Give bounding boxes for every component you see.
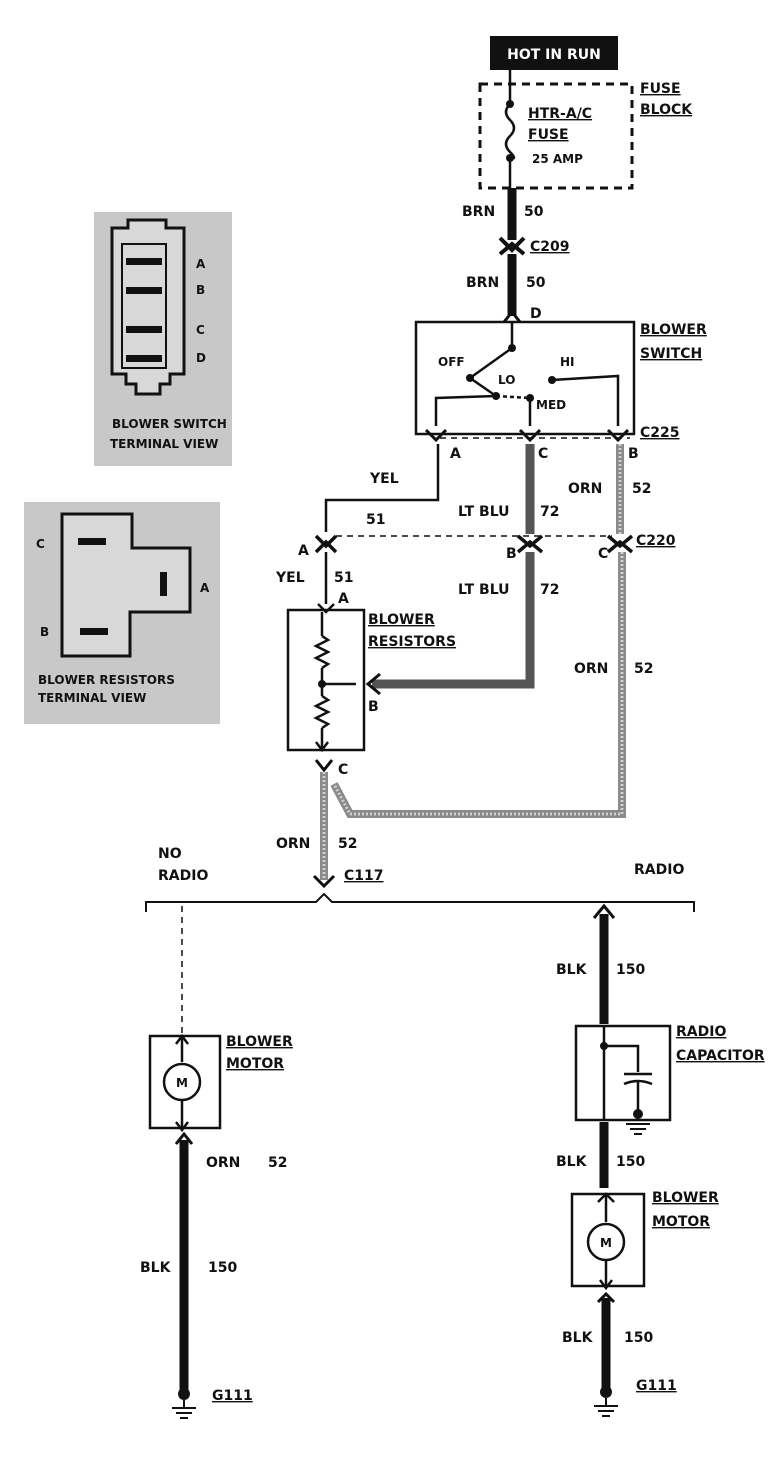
inset-resistor-pin-a: A — [200, 581, 210, 595]
ground-symbol-capacitor — [626, 1123, 650, 1135]
inset-switch-pin-a: A — [196, 257, 206, 271]
resistor-upper — [313, 634, 331, 670]
switch-med-label: MED — [536, 398, 566, 412]
wire-orn-label-2: ORN — [574, 661, 608, 677]
switch-pin-d: D — [530, 306, 542, 322]
blower-resistors-title-1: BLOWER — [368, 612, 435, 628]
capacitor-plate-bottom — [623, 1079, 653, 1086]
wire-yel — [324, 444, 440, 532]
wire-brn-label-1: BRN — [462, 204, 495, 220]
switch-pin-a: A — [450, 446, 461, 462]
wire-orn-circuit-3: 52 — [338, 836, 357, 852]
wire-blk-label-r3: BLK — [562, 1330, 594, 1346]
wire-brn-label-2: BRN — [466, 275, 499, 291]
radio-capacitor-title-2: CAPACITOR — [676, 1048, 765, 1064]
fuse-label-1: HTR-A/C — [528, 106, 592, 122]
switch-off-label: OFF — [438, 355, 465, 369]
wire-brn-circuit-2: 50 — [526, 275, 546, 291]
ground-symbol-left — [172, 1400, 196, 1419]
hot-in-run-banner — [490, 36, 618, 70]
switch-pin-c: C — [538, 446, 548, 462]
wire-blk-label-r2: BLK — [556, 1154, 588, 1170]
inset-resistors-terminal-view: C A B BLOWER RESISTORS TERMINAL VIEW — [24, 502, 220, 724]
wire-ltblu-lower — [372, 552, 535, 689]
inset-switch-pin-d: D — [196, 351, 206, 365]
wire-ltblu-circuit-1: 72 — [540, 504, 559, 520]
inset-switch-terminal-view: A B C D BLOWER SWITCH TERMINAL VIEW — [94, 212, 232, 466]
resistor-lower — [313, 694, 331, 730]
blower-resistors-title-2: RESISTORS — [368, 634, 456, 650]
inset-resistor-pin-b: B — [40, 625, 49, 639]
wire-orn-label-3: ORN — [276, 836, 310, 852]
hot-in-run-label: HOT IN RUN — [507, 47, 601, 63]
radio-capacitor-box — [574, 1024, 672, 1122]
wire-blk-circuit-r3: 150 — [624, 1330, 653, 1346]
no-radio-label-1: NO — [158, 846, 182, 862]
switch-hi-label: HI — [560, 355, 575, 369]
branch-bracket — [145, 892, 695, 912]
resistor-pin-c: C — [338, 762, 348, 778]
wire-orn-circuit-2: 52 — [634, 661, 653, 677]
wire-yel-circuit-2: 51 — [334, 570, 353, 586]
inset-resistor-pin-c: C — [36, 537, 45, 551]
wire-orn-circuit-1: 52 — [632, 481, 651, 497]
switch-pin-b: B — [628, 446, 639, 462]
fuse-block-title-2: BLOCK — [640, 102, 693, 118]
c220-pin-a: A — [298, 543, 309, 559]
wire-orn-label-4: ORN — [206, 1155, 240, 1171]
inset-switch-pin-b: B — [196, 283, 205, 297]
switch-wiper — [469, 346, 513, 380]
radio-label: RADIO — [634, 862, 684, 878]
blower-motor-title-right-1: BLOWER — [652, 1190, 719, 1206]
no-radio-label-2: RADIO — [158, 868, 208, 884]
inset-switch-caption-2: TERMINAL VIEW — [110, 437, 218, 451]
c220-label: C220 — [636, 533, 676, 549]
switch-lo-label: LO — [498, 373, 515, 387]
blower-motor-title-left-2: MOTOR — [226, 1056, 284, 1072]
motor-m-left: M — [176, 1076, 188, 1090]
wire-blk-circuit-r2: 150 — [616, 1154, 645, 1170]
wire-brn-circuit-1: 50 — [524, 204, 544, 220]
g111-label-right: G111 — [636, 1378, 677, 1394]
c117-label: C117 — [344, 868, 384, 884]
connector-c209 — [498, 236, 526, 256]
radio-capacitor-title-1: RADIO — [676, 1024, 726, 1040]
resistor-pin-a: A — [338, 591, 349, 607]
wire-yel-label-2: YEL — [275, 570, 305, 586]
fuse-symbol — [504, 103, 516, 160]
fuse-block-title-1: FUSE — [640, 81, 681, 97]
wire-orn-circuit-4: 52 — [268, 1155, 287, 1171]
wire-blk-label-left: BLK — [140, 1260, 172, 1276]
wire-yel-circuit-1: 51 — [366, 512, 385, 528]
fuse-block-outline — [478, 82, 634, 190]
blower-motor-title-left-1: BLOWER — [226, 1034, 293, 1050]
blower-motor-title-right-2: MOTOR — [652, 1214, 710, 1230]
wire-blk-circuit-r1: 150 — [616, 962, 645, 978]
wire-ltblu-label-1: LT BLU — [458, 504, 510, 520]
inset-resistor-caption-1: BLOWER RESISTORS — [38, 673, 175, 687]
wire-ltblu-circuit-2: 72 — [540, 582, 559, 598]
fuse-label-2: FUSE — [528, 127, 569, 143]
resistor-pin-b: B — [368, 699, 379, 715]
blower-resistors-box — [286, 608, 366, 752]
g111-label-left: G111 — [212, 1388, 253, 1404]
ground-symbol-right — [594, 1398, 618, 1417]
wire-blk-label-r1: BLK — [556, 962, 588, 978]
c220-pin-b: B — [506, 546, 517, 562]
blower-switch-title-1: BLOWER — [640, 322, 707, 338]
c209-label: C209 — [530, 239, 570, 255]
wire-ltblu-label-2: LT BLU — [458, 582, 510, 598]
wire-orn-label-1: ORN — [568, 481, 602, 497]
wire-blk-circuit-left: 150 — [208, 1260, 237, 1276]
wire-yel-label-1: YEL — [369, 471, 399, 487]
c220-pin-c: C — [598, 546, 608, 562]
motor-m-right: M — [600, 1236, 612, 1250]
fuse-rating: 25 AMP — [532, 152, 583, 166]
c225-label: C225 — [640, 425, 680, 441]
inset-resistor-caption-2: TERMINAL VIEW — [38, 691, 146, 705]
inset-switch-pin-c: C — [196, 323, 205, 337]
blower-switch-title-2: SWITCH — [640, 346, 702, 362]
inset-switch-caption-1: BLOWER SWITCH — [112, 417, 227, 431]
